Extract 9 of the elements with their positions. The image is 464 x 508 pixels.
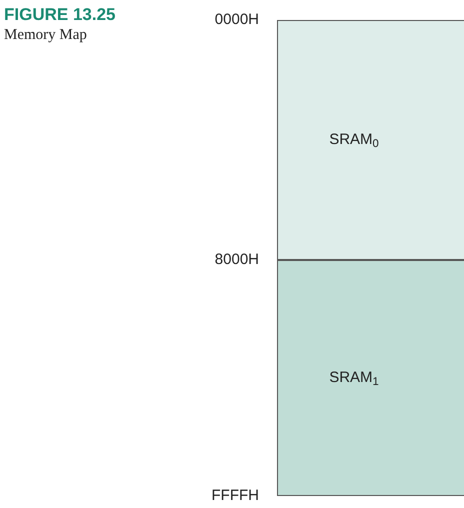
memory-block [277, 260, 464, 496]
block-label: SRAM$_{1}$ [329, 368, 379, 390]
address-label: FFFFH [212, 488, 259, 503]
block-label: SRAM$_{0}$ [329, 130, 379, 152]
figure-caption: Memory Map [4, 26, 87, 45]
address-label: 8000H [214, 252, 259, 267]
memory-block [277, 20, 464, 260]
address-label: 0000H [214, 12, 259, 27]
figure-title: FIGURE 13.25 [4, 4, 116, 26]
